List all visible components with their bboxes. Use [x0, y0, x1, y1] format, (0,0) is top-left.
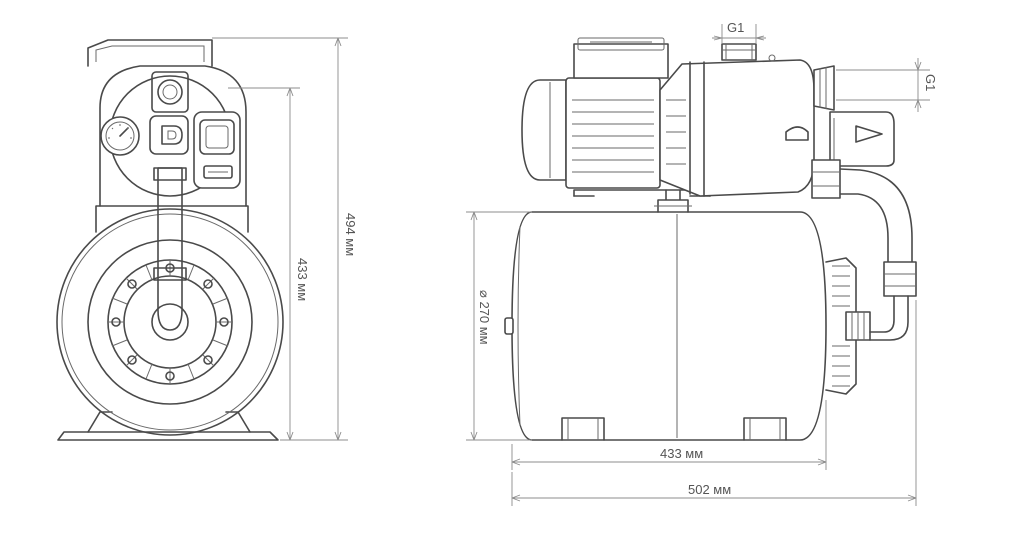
flange-bolt: [203, 355, 213, 365]
tank-left-plug: [504, 317, 514, 335]
front-pump-bracket: [95, 205, 249, 233]
side-inlet-port: [721, 43, 757, 61]
dim-tank-diameter-label: ⌀ 270 мм: [477, 290, 492, 345]
front-base-foot-left: [87, 411, 113, 433]
flange-bolt: [127, 279, 137, 289]
front-pump-body: [99, 65, 247, 207]
hose-coupling-bottom: [883, 261, 917, 297]
flange-bolt: [203, 279, 213, 289]
front-pump-top-handle: [87, 39, 213, 67]
dim-inlet-thread: G1: [712, 20, 766, 44]
hose-coupling-top: [811, 159, 841, 199]
motor-end-cap: [521, 79, 567, 181]
front-hose: [157, 167, 183, 331]
front-tank-rim: [61, 213, 279, 431]
tank-foot-right: [743, 417, 787, 441]
dim-tank-length-label: 433 мм: [660, 446, 703, 461]
side-pressure-switch: [829, 111, 895, 167]
front-view: [56, 39, 284, 441]
front-outlet-port: [151, 71, 189, 113]
dim-height-pump-label: 433 мм: [295, 258, 310, 301]
dim-height-total: 494 мм: [212, 37, 358, 441]
motor-terminal-box: [573, 43, 669, 79]
flange-bolt: [165, 371, 175, 381]
flange-bolt: [127, 355, 137, 365]
dim-inlet-thread-label: G1: [727, 20, 744, 35]
front-base-foot-right: [225, 411, 251, 433]
flange-bolt: [219, 317, 229, 327]
dim-outlet-thread-label: G1: [923, 74, 938, 91]
pressure-switch: [193, 111, 241, 189]
tank-flange: [107, 259, 233, 385]
dim-outlet-thread: G1: [836, 58, 938, 112]
side-hose-inner: [819, 193, 889, 263]
dim-tank-diameter: ⌀ 270 мм: [466, 211, 532, 441]
side-hose-outer: [819, 167, 913, 263]
dim-tank-length: 433 мм: [511, 400, 827, 470]
pressure-gauge-icon: [100, 116, 140, 156]
dim-total-length-label: 502 мм: [688, 482, 731, 497]
tank-foot-left: [561, 417, 605, 441]
front-base-plate: [57, 431, 279, 441]
flange-bolt: [111, 317, 121, 327]
front-tank-outer: [56, 208, 284, 436]
side-tank: [511, 211, 827, 441]
side-outlet-port: [813, 65, 835, 111]
side-view: [504, 37, 917, 441]
brand-logo-icon: [149, 115, 189, 155]
dim-total-length: 502 мм: [511, 300, 917, 506]
front-tank-inner: [87, 239, 253, 405]
dim-height-total-label: 494 мм: [343, 213, 358, 256]
